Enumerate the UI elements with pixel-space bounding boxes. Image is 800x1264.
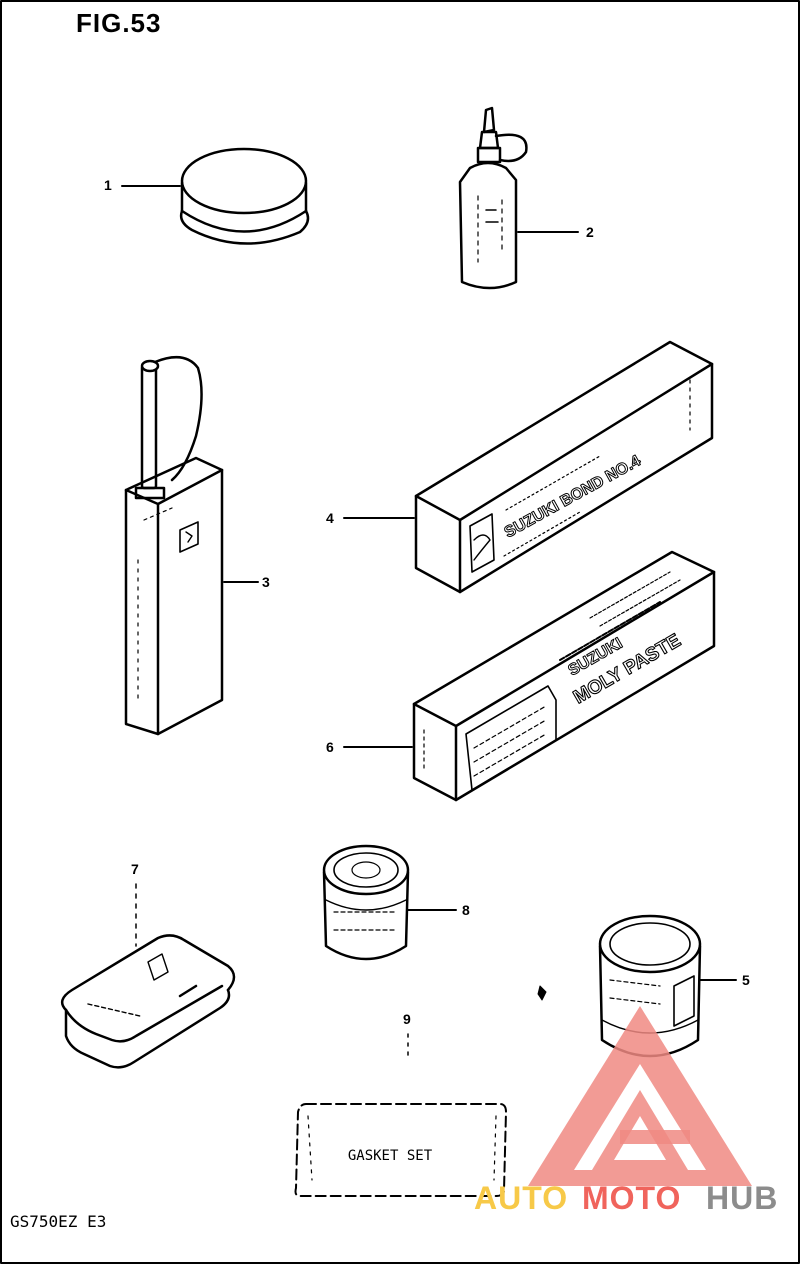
callout-7: 7 bbox=[131, 861, 139, 877]
model-code: GS750EZ E3 bbox=[10, 1212, 107, 1231]
callout-3: 3 bbox=[262, 574, 270, 590]
part-9-gasket-set bbox=[294, 1103, 507, 1197]
watermark-auto: AUTO bbox=[474, 1180, 569, 1216]
watermark-hub: HUB bbox=[706, 1180, 779, 1216]
ink-mark bbox=[537, 985, 547, 1001]
bond-box-label: SUZUKI BOND NO.4 bbox=[502, 452, 644, 541]
callout-6: 6 bbox=[326, 739, 334, 755]
figure-title: FIG.53 bbox=[76, 8, 162, 38]
callout-1: 1 bbox=[104, 177, 112, 193]
callout-8: 8 bbox=[462, 902, 470, 918]
part-2-oil-bottle bbox=[458, 106, 528, 290]
callout-9: 9 bbox=[403, 1011, 411, 1027]
part-7-tube-pack bbox=[60, 934, 236, 1069]
part-3-oil-can bbox=[124, 355, 224, 736]
part-1-grease-tin bbox=[179, 147, 310, 245]
part-8-small-can bbox=[322, 844, 410, 961]
watermark-moto: MOTO bbox=[582, 1180, 682, 1216]
callout-5: 5 bbox=[742, 972, 750, 988]
callout-4: 4 bbox=[326, 510, 334, 526]
gasket-set-label: GASKET SET bbox=[348, 1148, 433, 1164]
callout-2: 2 bbox=[586, 224, 594, 240]
watermark-logo-icon bbox=[528, 1006, 752, 1186]
